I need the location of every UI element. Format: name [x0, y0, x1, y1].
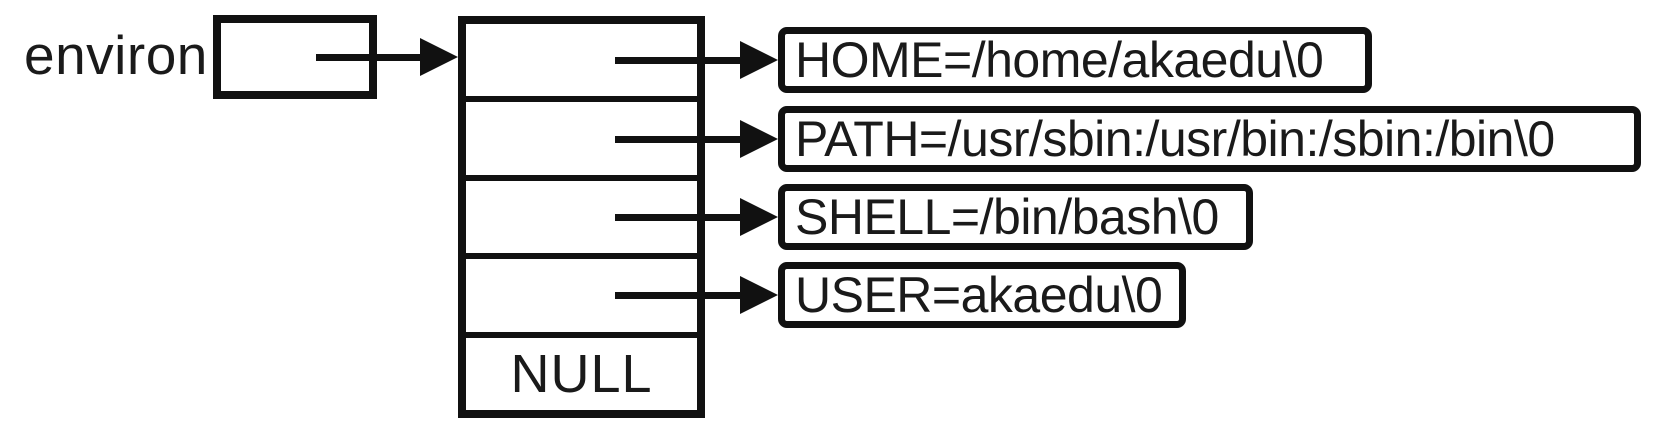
cell-arrow-shell: [615, 198, 778, 236]
arrow-line: [615, 135, 740, 143]
array-cell-user: [466, 259, 697, 338]
arrow-head-icon: [420, 38, 458, 76]
arrow-head-icon: [740, 198, 778, 236]
env-string-box-user: USER=akaedu\0: [778, 262, 1186, 328]
env-string-box-shell: SHELL=/bin/bash\0: [778, 184, 1253, 250]
arrow-line: [615, 56, 740, 64]
cell-arrow-user: [615, 276, 778, 314]
array-cell-path: [466, 102, 697, 181]
env-string-text: SHELL=/bin/bash\0: [795, 189, 1219, 245]
arrow-line: [615, 291, 740, 299]
env-string-text: USER=akaedu\0: [795, 267, 1163, 323]
array-cell-home: [466, 24, 697, 103]
env-string-text: HOME=/home/akaedu\0: [795, 32, 1324, 88]
arrow-line: [615, 213, 740, 221]
arrow-head-icon: [740, 41, 778, 79]
arrow-head-icon: [740, 276, 778, 314]
env-string-box-home: HOME=/home/akaedu\0: [778, 27, 1372, 93]
environ-to-array-arrow: [316, 38, 458, 76]
arrow-head-icon: [740, 120, 778, 158]
array-cell-shell: [466, 181, 697, 260]
null-label: NULL: [510, 343, 653, 404]
environ-label: environ: [24, 24, 208, 86]
cell-arrow-home: [615, 41, 778, 79]
array-cell-null: NULL: [466, 338, 697, 410]
arrow-line: [316, 53, 420, 61]
env-string-text: PATH=/usr/sbin:/usr/bin:/sbin:/bin\0: [795, 111, 1555, 167]
env-pointer-array: NULL: [458, 16, 705, 418]
cell-arrow-path: [615, 120, 778, 158]
env-string-box-path: PATH=/usr/sbin:/usr/bin:/sbin:/bin\0: [778, 106, 1641, 172]
